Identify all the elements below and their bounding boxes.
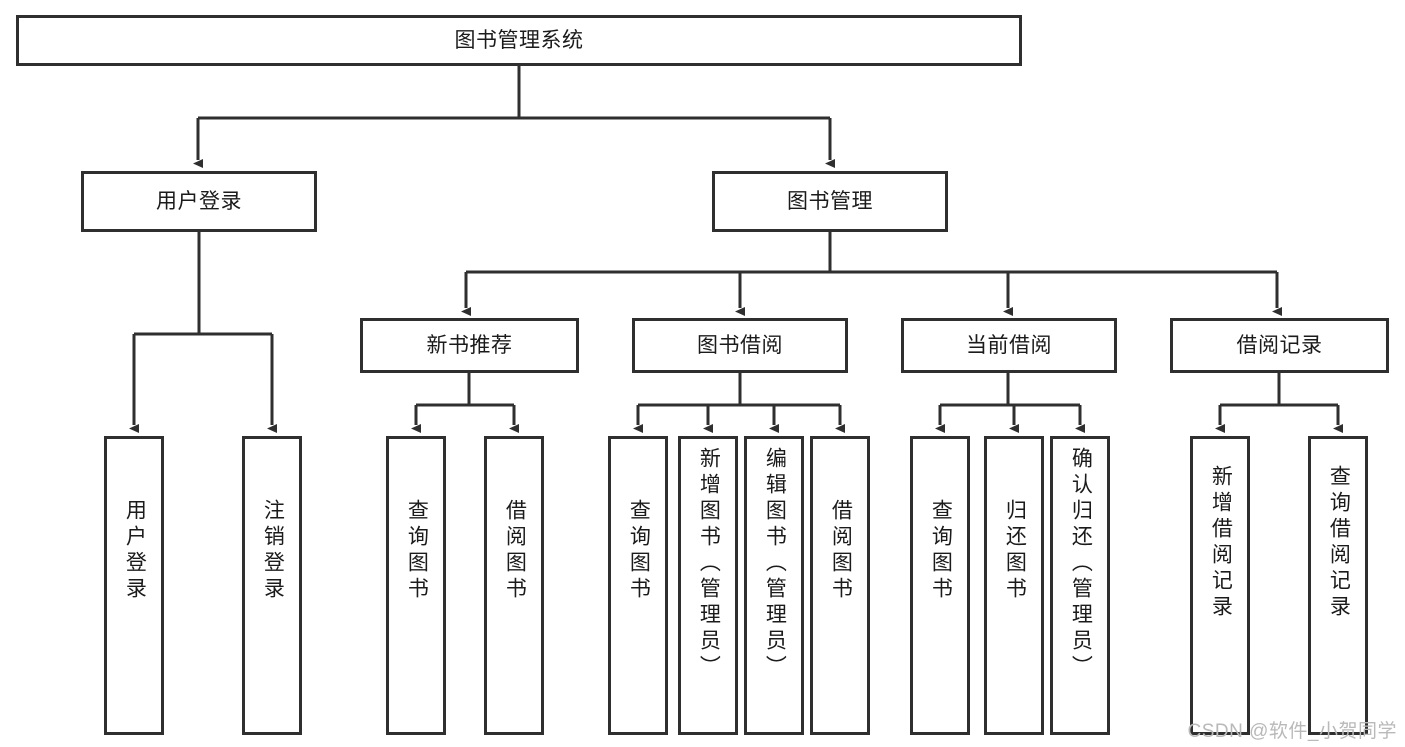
node-leaf-query-book-1-label: 查询图书 [405, 499, 429, 603]
node-leaf-return-book-label: 归还图书 [1003, 499, 1027, 603]
node-leaf-user-login[interactable]: 用户登录 [104, 436, 164, 735]
node-current-borrow[interactable]: 当前借阅 [901, 318, 1117, 373]
node-leaf-user-login-label: 用户登录 [123, 499, 147, 603]
node-leaf-edit-book[interactable]: 编辑图书（管理员） [744, 436, 804, 735]
node-leaf-borrow-book-2[interactable]: 借阅图书 [810, 436, 870, 735]
node-leaf-add-book[interactable]: 新增图书（管理员） [678, 436, 738, 735]
node-leaf-query-book-2[interactable]: 查询图书 [608, 436, 668, 735]
node-user-login-label: 用户登录 [156, 190, 242, 213]
node-leaf-user-logout[interactable]: 注销登录 [242, 436, 302, 735]
node-leaf-query-book-3-label: 查询图书 [929, 499, 953, 603]
node-root-label: 图书管理系统 [454, 29, 584, 52]
node-leaf-confirm-return[interactable]: 确认归还（管理员） [1050, 436, 1110, 735]
node-leaf-query-book-2-label: 查询图书 [627, 499, 651, 603]
node-borrow-record-label: 借阅记录 [1236, 334, 1323, 357]
node-leaf-query-book-1[interactable]: 查询图书 [386, 436, 446, 735]
node-borrow-record[interactable]: 借阅记录 [1170, 318, 1389, 373]
node-leaf-query-book-3[interactable]: 查询图书 [910, 436, 970, 735]
node-leaf-add-record[interactable]: 新增借阅记录 [1190, 436, 1250, 735]
node-book-manage[interactable]: 图书管理 [712, 171, 948, 232]
node-book-manage-label: 图书管理 [787, 190, 873, 213]
node-book-borrow[interactable]: 图书借阅 [632, 318, 848, 373]
node-current-borrow-label: 当前借阅 [966, 334, 1052, 357]
node-leaf-user-logout-label: 注销登录 [261, 499, 285, 603]
node-leaf-query-record[interactable]: 查询借阅记录 [1308, 436, 1368, 735]
node-leaf-add-record-label: 新增借阅记录 [1209, 465, 1233, 621]
node-root[interactable]: 图书管理系统 [16, 15, 1022, 66]
node-book-borrow-label: 图书借阅 [697, 334, 783, 357]
node-user-login[interactable]: 用户登录 [81, 171, 317, 232]
node-leaf-borrow-book-1-label: 借阅图书 [503, 499, 527, 603]
node-leaf-borrow-book-2-label: 借阅图书 [829, 499, 853, 603]
node-leaf-edit-book-label: 编辑图书（管理员） [763, 447, 787, 681]
csdn-watermark: CSDN @软件_小贺同学 [1187, 721, 1397, 742]
node-leaf-add-book-label: 新增图书（管理员） [697, 447, 721, 681]
node-new-book-rec-label: 新书推荐 [426, 334, 513, 357]
node-leaf-borrow-book-1[interactable]: 借阅图书 [484, 436, 544, 735]
node-leaf-query-record-label: 查询借阅记录 [1327, 465, 1351, 621]
node-leaf-confirm-return-label: 确认归还（管理员） [1069, 447, 1093, 681]
node-leaf-return-book[interactable]: 归还图书 [984, 436, 1044, 735]
node-new-book-rec[interactable]: 新书推荐 [360, 318, 579, 373]
